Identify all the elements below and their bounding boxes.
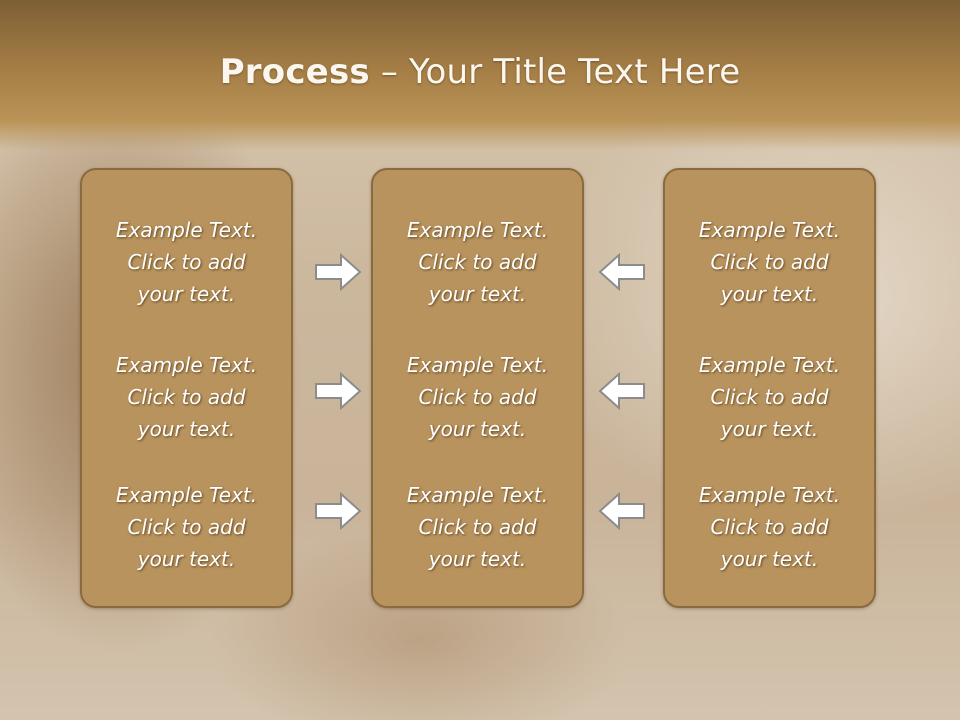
entry-line: Click to add [418, 250, 537, 274]
entry-line: your text. [428, 547, 527, 571]
entry-line: your text. [428, 417, 527, 441]
entry-line: Example Text. [115, 353, 258, 377]
arrow-right-icon [315, 371, 362, 411]
entry-line: Click to add [418, 385, 537, 409]
entry-line: your text. [137, 282, 236, 306]
entry-line: Click to add [710, 385, 829, 409]
entry-line: your text. [720, 282, 819, 306]
slide-title[interactable]: Process – Your Title Text Here [0, 52, 960, 92]
entry-line: your text. [428, 282, 527, 306]
text-placeholder[interactable]: Example Text. Click to add your text. [665, 214, 874, 310]
text-placeholder[interactable]: Example Text. Click to add your text. [82, 349, 291, 445]
entry-line: Example Text. [406, 483, 549, 507]
text-placeholder[interactable]: Example Text. Click to add your text. [82, 479, 291, 575]
arrow-left-icon [598, 252, 645, 292]
arrow-left-icon [598, 371, 645, 411]
title-bold: Process [219, 52, 370, 92]
text-placeholder[interactable]: Example Text. Click to add your text. [373, 479, 582, 575]
title-rest: – Your Title Text Here [369, 52, 741, 92]
arrow-right-icon [315, 252, 362, 292]
text-placeholder[interactable]: Example Text. Click to add your text. [373, 349, 582, 445]
entry-line: Example Text. [406, 353, 549, 377]
entry-line: Example Text. [698, 483, 841, 507]
entry-line: your text. [137, 547, 236, 571]
entry-line: Click to add [127, 515, 246, 539]
entry-line: Click to add [710, 250, 829, 274]
middle-panel[interactable]: Example Text. Click to add your text. Ex… [371, 168, 584, 608]
entry-line: your text. [720, 417, 819, 441]
entry-line: Example Text. [115, 483, 258, 507]
entry-line: Click to add [710, 515, 829, 539]
entry-line: Example Text. [698, 353, 841, 377]
arrow-left-icon [598, 491, 645, 531]
text-placeholder[interactable]: Example Text. Click to add your text. [665, 349, 874, 445]
entry-line: Example Text. [406, 218, 549, 242]
text-placeholder[interactable]: Example Text. Click to add your text. [373, 214, 582, 310]
left-panel[interactable]: Example Text. Click to add your text. Ex… [80, 168, 293, 608]
entry-line: your text. [720, 547, 819, 571]
text-placeholder[interactable]: Example Text. Click to add your text. [82, 214, 291, 310]
entry-line: Example Text. [698, 218, 841, 242]
entry-line: Click to add [418, 515, 537, 539]
text-placeholder[interactable]: Example Text. Click to add your text. [665, 479, 874, 575]
entry-line: Click to add [127, 385, 246, 409]
entry-line: Example Text. [115, 218, 258, 242]
entry-line: your text. [137, 417, 236, 441]
arrow-right-icon [315, 491, 362, 531]
entry-line: Click to add [127, 250, 246, 274]
right-panel[interactable]: Example Text. Click to add your text. Ex… [663, 168, 876, 608]
header-band [0, 0, 960, 150]
